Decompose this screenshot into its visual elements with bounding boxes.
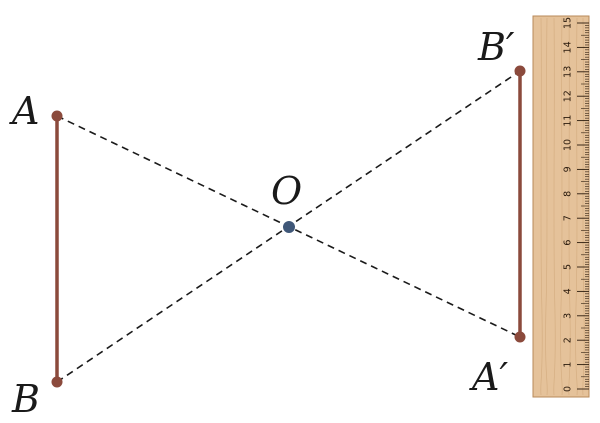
ruler-grain-line — [540, 17, 543, 396]
point-B-prime — [514, 65, 526, 77]
ruler-number: 15 — [563, 17, 574, 29]
label-A: A — [9, 89, 39, 133]
ruler-number: 12 — [563, 90, 574, 102]
ruler-number: 3 — [563, 313, 574, 319]
ruler-number: 4 — [563, 288, 574, 294]
point-B — [51, 376, 63, 388]
ruler-grain-line — [545, 17, 548, 396]
ruler-number: 11 — [563, 115, 574, 127]
ruler-number: 2 — [563, 337, 574, 343]
ruler-number: 7 — [563, 215, 574, 221]
ruler-number: 13 — [563, 66, 574, 78]
ruler-grain-line — [575, 17, 578, 396]
point-A-prime — [514, 331, 526, 343]
ruler-number: 10 — [563, 139, 574, 151]
ruler-number: 8 — [563, 191, 574, 197]
label-O: O — [271, 169, 302, 213]
ruler-grain-line — [560, 17, 563, 396]
point-A — [51, 110, 63, 122]
label-A-prime: A′ — [469, 355, 508, 399]
point-O — [283, 221, 295, 233]
ruler-number: 5 — [563, 264, 574, 270]
ruler-number: 14 — [563, 41, 574, 53]
ruler-grain-line — [568, 17, 571, 396]
ruler-number: 0 — [563, 386, 574, 392]
label-B-prime: B′ — [477, 25, 515, 69]
ruler-number: 9 — [563, 166, 574, 172]
ruler-number: 6 — [563, 240, 574, 246]
ruler-number: 1 — [563, 362, 574, 368]
label-B: B — [11, 377, 40, 421]
ruler-grain-line — [553, 17, 556, 396]
ruler-ticks — [577, 22, 589, 390]
